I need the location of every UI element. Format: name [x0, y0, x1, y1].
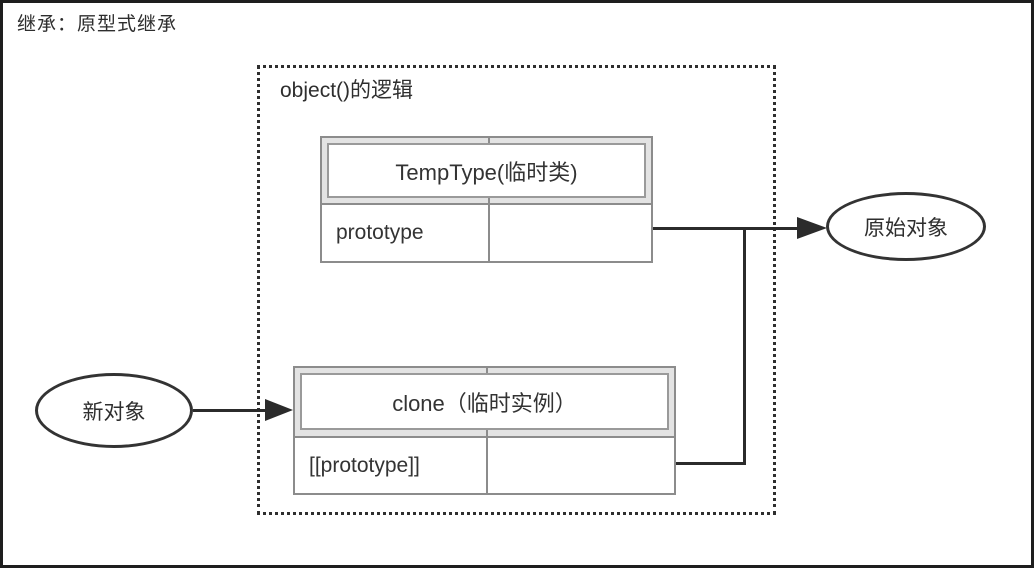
temptype-row-label: prototype: [322, 205, 490, 261]
clone-header: clone（临时实例）: [300, 373, 669, 430]
clone-row-label: [[prototype]]: [295, 438, 488, 493]
new-object-node: 新对象: [35, 373, 193, 448]
edge-junction-vertical-line: [743, 227, 746, 465]
temptype-table: TempType(临时类) prototype: [320, 136, 653, 263]
edge-newobject-to-clone-line: [193, 409, 267, 412]
edge-temptype-to-original-arrowhead-icon: [797, 217, 827, 239]
temptype-row-value: [490, 205, 651, 261]
edge-newobject-to-clone-arrowhead-icon: [265, 399, 293, 421]
temptype-row: prototype: [322, 203, 651, 261]
object-logic-group: object()的逻辑: [257, 65, 776, 515]
temptype-column-divider: [488, 138, 490, 261]
edge-temptype-to-original-line: [653, 227, 798, 230]
object-logic-group-label: object()的逻辑: [280, 79, 414, 102]
edge-clone-to-junction-line: [676, 462, 746, 465]
original-object-node: 原始对象: [826, 192, 986, 261]
clone-row-value: [488, 438, 674, 493]
clone-column-divider: [486, 368, 488, 493]
diagram-title: 继承：原型式继承: [17, 14, 178, 35]
clone-table: clone（临时实例） [[prototype]]: [293, 366, 676, 495]
temptype-header: TempType(临时类): [327, 143, 646, 198]
clone-row: [[prototype]]: [295, 436, 674, 493]
